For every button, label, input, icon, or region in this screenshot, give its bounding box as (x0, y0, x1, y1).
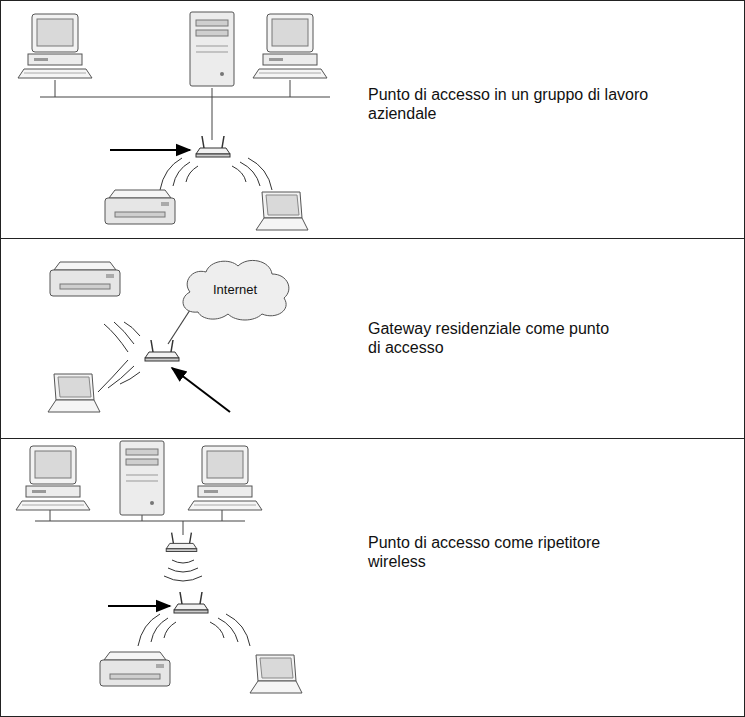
cloud-label: Internet (213, 282, 257, 297)
panel-1-art (18, 12, 330, 230)
panel-box: Gateway residenziale come punto di acces… (0, 238, 745, 439)
internet-cloud: Internet (176, 256, 294, 322)
panel-box: Punto di accesso come ripetitore wireles… (0, 438, 745, 717)
panel-3-art (16, 441, 302, 693)
panel-box: Punto di accesso in un gruppo di lavoro … (0, 0, 745, 239)
panel-caption: Punto di accesso come ripetitore wireles… (368, 533, 618, 571)
cloud-path (183, 260, 289, 320)
panel-caption: Punto di accesso in un gruppo di lavoro … (368, 85, 668, 123)
panel-caption: Gateway residenziale come punto di acces… (368, 319, 618, 357)
